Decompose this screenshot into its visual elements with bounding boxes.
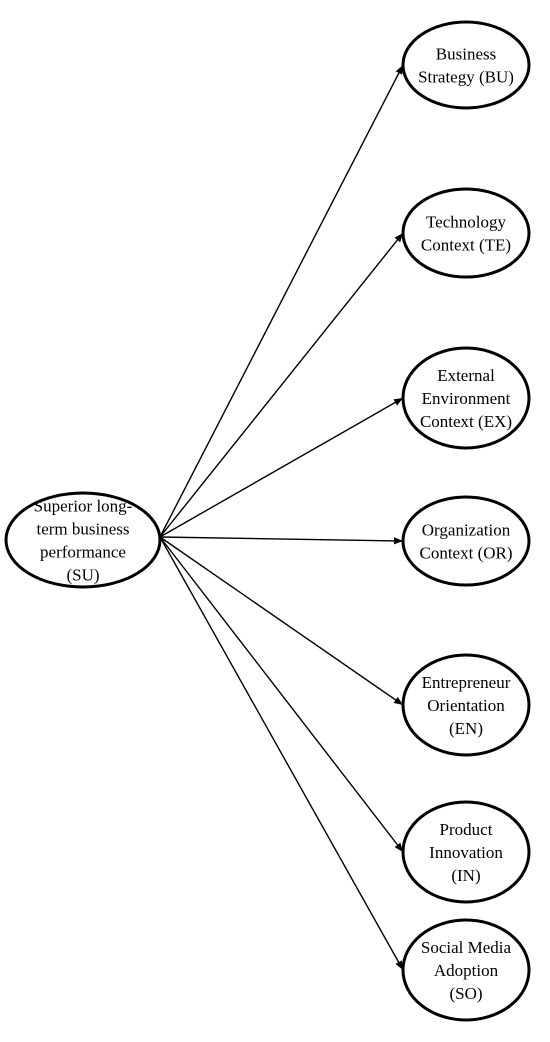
node-ex-ellipse <box>401 346 531 450</box>
node-or-label-line-1: Organization <box>422 521 511 540</box>
node-bu-ellipse <box>401 20 531 110</box>
node-en-ellipse <box>401 653 531 757</box>
node-su-label-line-4: (SU) <box>66 566 99 585</box>
node-in-label-line-3: (IN) <box>451 866 480 885</box>
arrow-su-to-en <box>159 536 404 706</box>
node-en-label-line-1: Entrepreneur <box>422 673 511 692</box>
arrow-su-to-te <box>159 232 404 538</box>
node-so-label-line-1: Social Media <box>421 938 512 957</box>
edges <box>159 64 404 971</box>
arrow-su-to-ex <box>159 397 404 538</box>
node-su-label-line-3: performance <box>40 543 126 562</box>
node-en-label-line-2: Orientation <box>427 696 505 715</box>
node-en-label-line-3: (EN) <box>449 719 483 738</box>
node-te-ellipse <box>401 187 531 279</box>
node-su-label-line-1: Superior long- <box>34 497 133 516</box>
nodes: Superior long-term business performance (S… <box>4 20 531 1022</box>
node-su: Superior long-term business performance (S… <box>4 491 162 589</box>
node-ex-label-line-2: Environment <box>422 389 511 408</box>
arrow-su-to-or <box>159 536 404 545</box>
node-bu-label-line-2: Strategy (BU) <box>418 68 514 87</box>
node-bu-label-line-1: Business <box>436 45 496 64</box>
node-te-label-line-1: Technology <box>426 213 507 232</box>
node-te-label-line-2: Context (TE) <box>421 236 511 255</box>
node-ex-label-line-1: External <box>437 366 495 385</box>
node-su-label-line-2: term business <box>36 520 129 539</box>
node-or-ellipse <box>401 495 531 587</box>
node-in-label-line-1: Product <box>440 820 493 839</box>
node-ex-label-line-3: Context (EX) <box>420 412 512 431</box>
node-or-label-line-2: Context (OR) <box>419 544 512 563</box>
node-so-label-line-3: (SO) <box>449 984 482 1003</box>
arrow-su-to-so <box>159 536 404 971</box>
node-in-ellipse <box>401 800 531 904</box>
node-so-label-line-2: Adoption <box>434 961 499 980</box>
node-so-ellipse <box>401 918 531 1022</box>
node-in-label-line-2: Innovation <box>429 843 503 862</box>
node-su-ellipse <box>4 491 162 589</box>
arrow-su-to-in <box>159 536 404 853</box>
arrow-su-to-bu <box>159 64 404 538</box>
